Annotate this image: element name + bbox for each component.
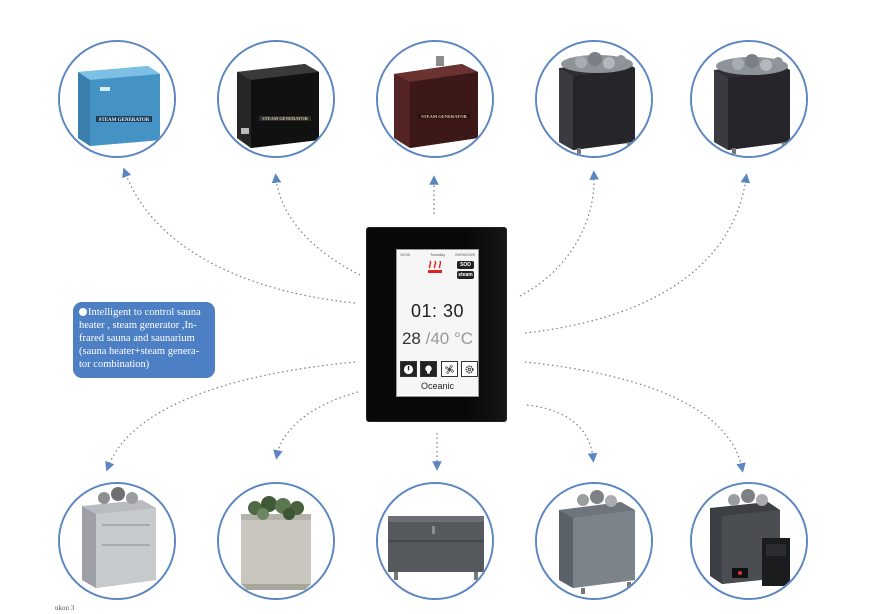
control-panel: 19:30 Tuesday 29/09/2020 SOD steam 01: 3… — [367, 228, 506, 421]
device-steam-generator-brown: STEAM GENERATOR — [376, 40, 494, 158]
footer-note: ukon 3 — [55, 604, 75, 612]
settings-button[interactable] — [460, 361, 478, 377]
arrow-top-5 — [524, 173, 751, 334]
status-day: Tuesday — [430, 252, 446, 257]
info-line-1: Intelligent to control sauna — [79, 306, 209, 319]
control-screen: 19:30 Tuesday 29/09/2020 SOD steam 01: 3… — [396, 249, 479, 397]
info-line-1-text: Intelligent to control sauna — [88, 307, 201, 318]
arrow-bottom-2 — [273, 391, 359, 460]
bullet-dot-icon — [79, 308, 87, 316]
info-box: Intelligent to control sauna heater , st… — [73, 302, 215, 378]
device-sauna-heater-steel — [58, 482, 176, 600]
light-button[interactable] — [420, 361, 438, 377]
info-line-4: (sauna heater+steam genera- — [79, 346, 200, 357]
info-line-3: frared sauna and saunarium — [79, 333, 195, 344]
arrow-top-4 — [519, 170, 600, 297]
set-temperature: 40 — [430, 329, 450, 348]
power-icon — [403, 364, 414, 374]
arrow-top-2 — [271, 173, 361, 276]
temperature-unit: °C — [453, 329, 474, 348]
status-date: 29/09/2020 — [454, 252, 475, 257]
device-sauna-heater-grey-flat — [376, 482, 494, 600]
device-saunarium-combo — [690, 482, 808, 600]
arrow-top-1 — [122, 167, 356, 304]
timer-display[interactable]: 01: 30 — [410, 301, 465, 321]
sod-badge[interactable]: SOD — [457, 261, 474, 269]
device-label-1: STEAM GENERATOR — [99, 118, 150, 123]
brand-logo-text: Oceanic — [420, 381, 455, 391]
steam-badge[interactable]: steam — [457, 271, 474, 279]
current-temperature: 28 — [401, 329, 421, 348]
light-bulb-icon — [425, 364, 433, 374]
info-line-5: tor combination) — [79, 359, 150, 370]
status-time: 19:30 — [400, 252, 411, 257]
device-label-3: STEAM GENERATOR — [421, 114, 467, 119]
power-button[interactable] — [400, 361, 417, 377]
device-label-2: STEAM GENERATOR — [262, 116, 308, 121]
device-steam-generator-black: STEAM GENERATOR — [217, 40, 335, 158]
device-sauna-heater-dark-1 — [535, 40, 653, 158]
temperature-display[interactable]: 28 /40 °C — [397, 329, 478, 349]
gear-icon — [465, 364, 474, 374]
arrow-bottom-1 — [105, 361, 356, 472]
sauna-heat-icon[interactable] — [427, 260, 443, 274]
temp-separator: / — [425, 329, 431, 348]
function-buttons — [400, 361, 478, 377]
arrow-bottom-4 — [526, 404, 598, 463]
device-steam-generator-blue: STEAM GENERATOR — [58, 40, 176, 158]
device-sauna-heater-beige — [217, 482, 335, 600]
fan-icon — [444, 364, 454, 374]
arrow-bottom-5 — [524, 361, 746, 473]
status-bar: 19:30 Tuesday 29/09/2020 — [397, 252, 478, 258]
info-line-2: heater , steam generator ,In- — [79, 320, 197, 331]
fan-button[interactable] — [440, 361, 458, 377]
device-sauna-heater-dark-2 — [690, 40, 808, 158]
device-sauna-heater-grey — [535, 482, 653, 600]
